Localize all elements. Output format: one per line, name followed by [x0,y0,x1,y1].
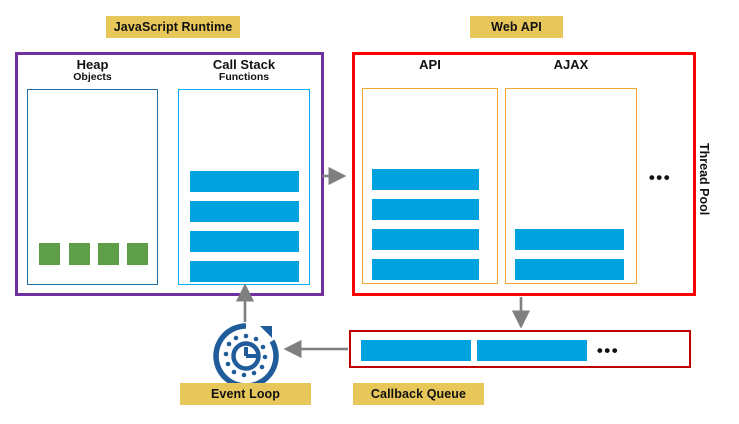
heap-panel [27,89,158,285]
heap-object [69,243,90,265]
callback-item [477,340,587,361]
call-stack-caption: Call Stack Functions [178,58,310,83]
heap-subtitle: Objects [73,70,112,83]
api-panel [362,88,498,284]
call-stack-frame [190,201,299,222]
api-task [372,229,479,250]
heap-caption: Heap Objects [27,58,158,83]
tag-event-loop: Event Loop [180,383,311,405]
call-stack-subtitle: Functions [218,70,270,83]
ajax-task [515,229,624,250]
callback-queue-ellipsis: ••• [596,341,620,360]
api-task [372,259,479,280]
web-api-ellipsis: ••• [648,167,672,187]
heap-title: Heap [76,57,109,72]
api-task [372,169,479,190]
call-stack-frame [190,261,299,282]
callback-item [361,340,471,361]
call-stack-panel [178,89,310,285]
api-column-title: API [419,57,441,72]
heap-object [127,243,148,265]
heap-object [98,243,119,265]
heap-object [39,243,60,265]
tag-callback-queue: Callback Queue [353,383,484,405]
heap-objects-row [34,243,152,267]
event-loop-icon [210,320,282,392]
tag-web-api: Web API [470,16,563,38]
ajax-task [515,259,624,280]
call-stack-frame [190,231,299,252]
callback-queue-container: ••• [349,330,691,368]
call-stack-title: Call Stack [212,57,276,72]
call-stack-frame [190,171,299,192]
tag-javascript-runtime: JavaScript Runtime [106,16,240,38]
api-task [372,199,479,220]
ajax-panel [505,88,637,284]
event-loop-glyph [213,323,279,389]
ajax-column-title: AJAX [553,57,589,72]
